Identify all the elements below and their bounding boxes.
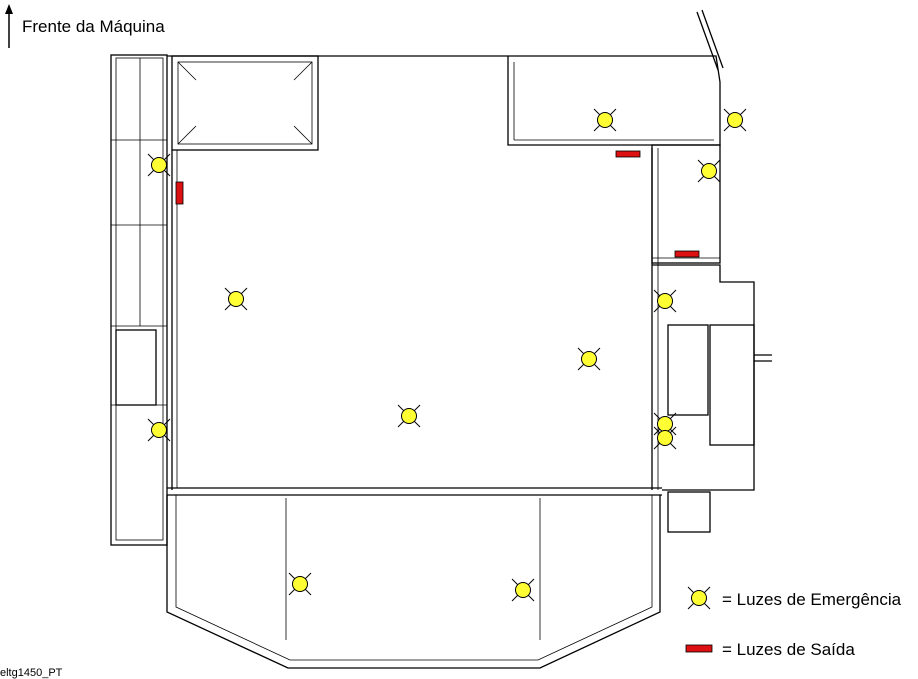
left-walkway [110,54,168,546]
emergency-light-icon [653,426,677,450]
arrow-up-icon [5,4,13,48]
top-left-box [171,55,319,151]
top-right-box [507,55,721,146]
front-indicator: Frente da Máquina [5,4,165,48]
legend-exit: = Luzes de Saída [685,640,855,659]
emergency-light-icon [224,287,248,311]
emergency-light-icon [697,159,721,183]
machine-structure [110,9,772,669]
legend-emergency: = Luzes de Emergência [687,586,902,610]
emergency-light-icon [593,108,617,132]
front-label: Frente da Máquina [22,17,165,36]
bottom-section [166,495,661,669]
exit-lights [175,150,700,258]
legend: = Luzes de Emergência = Luzes de Saída [685,586,902,659]
exit-light-icon [685,644,713,653]
top-right-rail [696,9,724,71]
emergency-light-icon [288,572,312,596]
left-stairs [115,329,157,406]
right-stairs [667,324,772,533]
emergency-light-icon [653,289,677,313]
emergency-lights [147,108,747,602]
emergency-light-icon [147,153,171,177]
emergency-light-icon [511,578,535,602]
main-hall [167,148,662,496]
exit-light-icon [175,181,184,205]
legend-exit-label: = Luzes de Saída [722,640,855,659]
exit-light-icon [615,150,641,158]
legend-emergency-label: = Luzes de Emergência [722,590,902,609]
emergency-light-icon [723,108,747,132]
right-rooms [651,144,755,491]
emergency-light-icon [577,347,601,371]
emergency-light-icon [397,404,421,428]
exit-light-icon [674,250,700,258]
drawing-id: eltg1450_PT [0,667,63,679]
emergency-light-icon [687,586,711,610]
emergency-light-icon [147,418,171,442]
